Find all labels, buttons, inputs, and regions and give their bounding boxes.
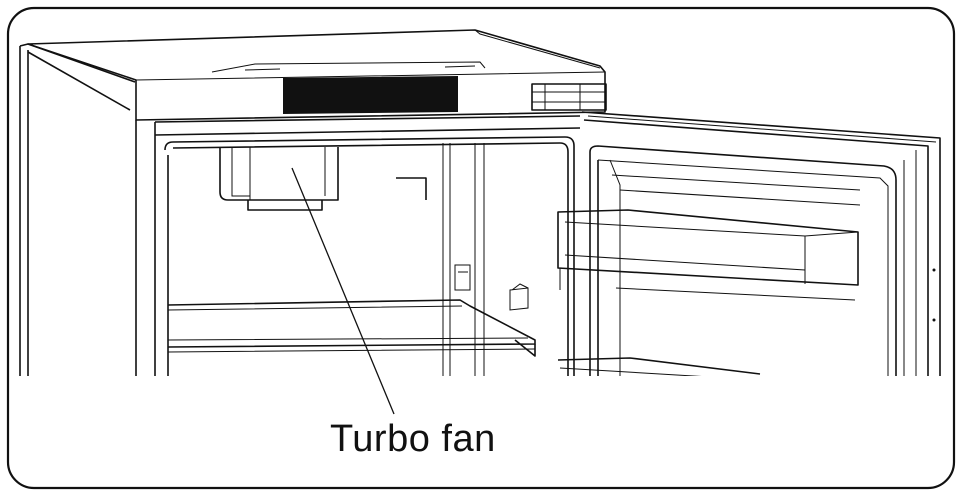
- control-panel-display: [283, 76, 458, 114]
- figure-frame: [6, 6, 956, 490]
- callout-leader-line: [291, 167, 395, 415]
- cabinet-left-side: [19, 43, 136, 376]
- door-bin-upper: [557, 209, 859, 301]
- door-bin-lower: [557, 357, 761, 376]
- door-hinge: [531, 83, 607, 111]
- cabinet-interior: [135, 115, 581, 376]
- turbo-fan-housing: [219, 147, 339, 211]
- glass-shelf: [167, 299, 536, 357]
- cabinet-top-panel: [27, 29, 606, 121]
- refrigerator-door: [581, 111, 941, 376]
- turbo-fan-callout-label: Turbo fan: [330, 418, 496, 460]
